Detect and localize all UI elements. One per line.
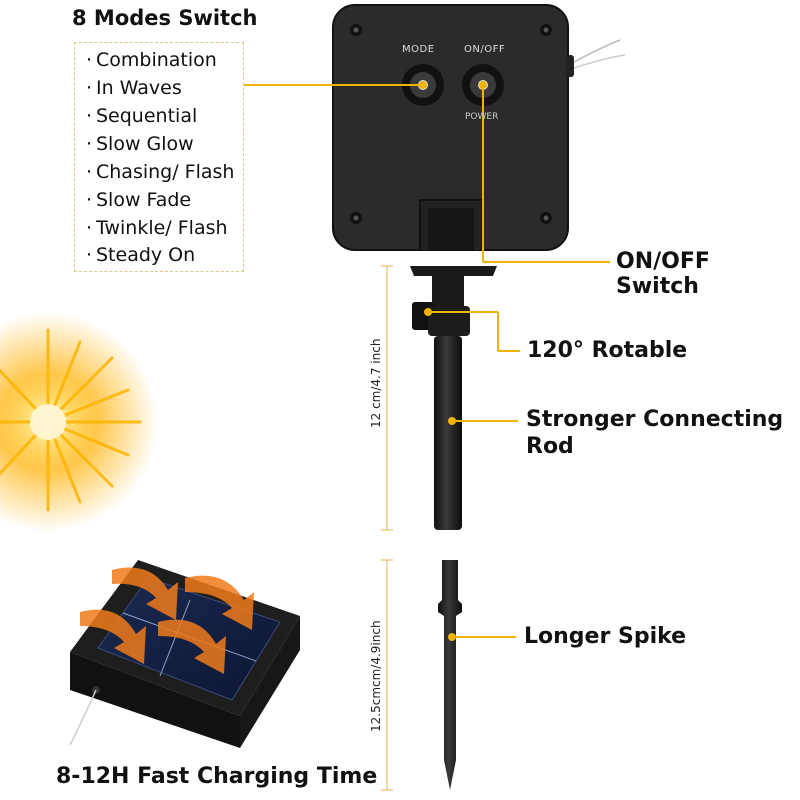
mode-button-label: MODE <box>402 44 435 55</box>
charging-time-callout: 8-12H Fast Charging Time <box>56 764 378 789</box>
ground-spike <box>438 560 462 790</box>
mode-item: ·Combination <box>86 49 217 71</box>
control-box <box>332 4 626 251</box>
spike-dimension-label: 12.5cmcm/4.9inch <box>369 620 383 732</box>
rod-dimension-label: 12 cm/4.7 inch <box>369 338 383 428</box>
spike-callout: Longer Spike <box>524 624 687 649</box>
onoff-button-label: ON/OFF <box>464 44 506 55</box>
mode-item: ·Steady On <box>86 244 196 266</box>
mode-item: ·Sequential <box>86 105 198 127</box>
rod-callout-line2: Rod <box>526 434 574 459</box>
mode-item: ·Slow Glow <box>86 133 194 155</box>
dimension-lines <box>381 265 393 791</box>
rod-callout-line1: Stronger Connecting <box>526 407 784 432</box>
onoff-switch-callout: ON/OFF Switch <box>616 249 710 299</box>
sun-icon <box>0 312 158 532</box>
modes-list-box <box>74 42 244 272</box>
leader-lines <box>244 81 610 641</box>
power-label: POWER <box>465 112 499 122</box>
mode-item: ·Slow Fade <box>86 189 192 211</box>
mode-item: ·Twinkle/ Flash <box>86 217 228 239</box>
solar-panel <box>69 560 300 748</box>
rotatable-callout: 120° Rotable <box>527 338 688 363</box>
mode-item: ·Chasing/ Flash <box>86 161 235 183</box>
mode-item: ·In Waves <box>86 77 182 99</box>
connecting-rod <box>410 266 497 530</box>
modes-title: 8 Modes Switch <box>72 6 258 30</box>
